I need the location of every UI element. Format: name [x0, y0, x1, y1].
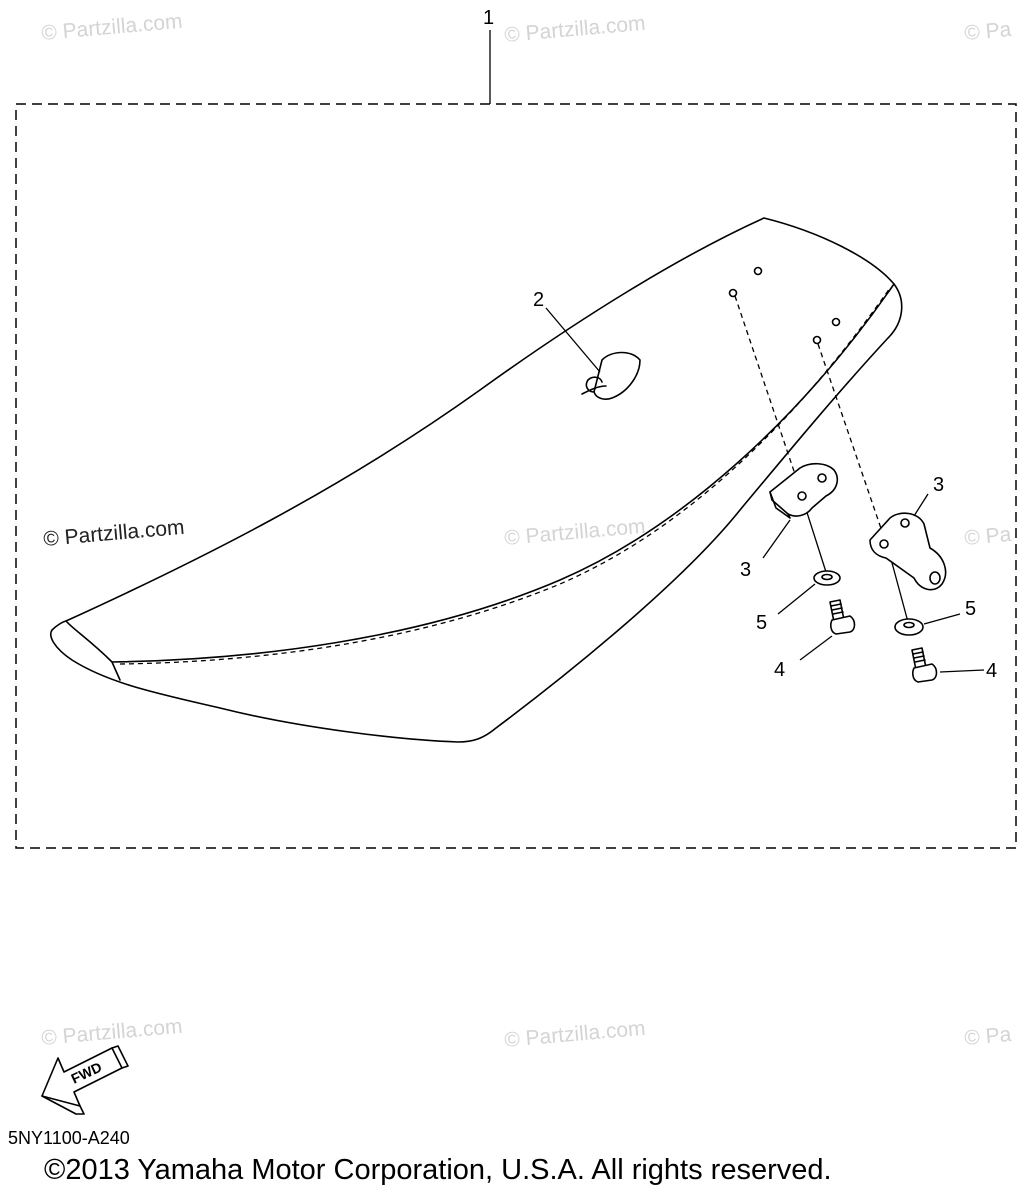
- forward-arrow-shape: [41, 1047, 123, 1107]
- bracket-right-hole: [879, 539, 889, 549]
- bracket-left-hole: [797, 491, 807, 501]
- assembly-axis-right: [817, 343, 888, 547]
- bracket-right[interactable]: [869, 512, 947, 591]
- watermark-layer: © Partzilla.com © Partzilla.com © Pa © P…: [40, 10, 1012, 1052]
- watermark-text: © Partzilla.com: [503, 1017, 646, 1052]
- bracket-left-body: [769, 462, 839, 517]
- strap-edge: [581, 385, 607, 395]
- bolt-left-thread: [830, 603, 844, 615]
- washer-left-inner: [821, 573, 833, 581]
- bracket-right-hole: [929, 571, 941, 585]
- callout-1[interactable]: 1: [483, 7, 494, 29]
- callout-leader-5b: [923, 613, 961, 625]
- callout-3-right[interactable]: 3: [933, 474, 944, 496]
- callout-leader-3a: [762, 519, 791, 559]
- seat-hole: [812, 335, 822, 345]
- callout-5-right[interactable]: 5: [965, 598, 976, 620]
- callout-3-left[interactable]: 3: [740, 559, 751, 581]
- washer-left[interactable]: [813, 570, 841, 586]
- watermark-text: © Pa: [963, 523, 1012, 550]
- seat-top-edge: [65, 283, 895, 663]
- bolt-right[interactable]: [911, 647, 938, 683]
- forward-arrow-icon: FWD: [41, 1045, 129, 1115]
- watermark-text: © Partzilla.com: [503, 12, 646, 47]
- seat-strap[interactable]: [581, 351, 641, 400]
- seat-outline: [50, 217, 903, 743]
- callout-leader-5a: [777, 583, 816, 615]
- watermark-text: © Partzilla.com: [40, 10, 183, 45]
- callout-5-left[interactable]: 5: [756, 612, 767, 634]
- watermark-text: © Pa: [963, 1023, 1012, 1050]
- callout-4-left[interactable]: 4: [774, 659, 785, 681]
- forward-arrow-depth: [41, 1045, 129, 1115]
- seat-nose-crease: [111, 661, 121, 681]
- seat-stitch-line: [119, 287, 891, 665]
- diagram-code: 5NY1100-A240: [8, 1128, 130, 1148]
- watermark-text: © Partzilla.com: [503, 515, 646, 550]
- bracket-left-fold: [769, 491, 791, 519]
- bolt-left-head: [830, 615, 856, 635]
- callout-2[interactable]: 2: [533, 289, 544, 311]
- bracket-left[interactable]: [769, 462, 839, 519]
- seat[interactable]: [50, 217, 903, 743]
- bolt-right-head: [912, 663, 938, 683]
- callout-4-right[interactable]: 4: [986, 660, 997, 682]
- washer-left-outer: [813, 570, 841, 586]
- assembly-frame: [15, 103, 1017, 849]
- washer-right[interactable]: [894, 618, 924, 636]
- watermark-text: © Partzilla.com: [40, 1015, 183, 1050]
- bracket-left-hole: [817, 473, 827, 483]
- bolt-left[interactable]: [829, 599, 856, 635]
- seat-hole: [831, 317, 841, 327]
- bolt-right-thread: [912, 651, 926, 663]
- watermark-text: © Partzilla.com: [42, 516, 185, 551]
- washer-right-inner: [903, 621, 915, 629]
- callout-leader-4a: [799, 635, 833, 661]
- callout-leader-4b: [939, 669, 985, 673]
- assembly-axis-left: [734, 295, 803, 496]
- seat-hole: [728, 288, 738, 298]
- callout-leader-3b: [913, 493, 929, 517]
- strap-body: [593, 351, 641, 400]
- callout-leader-2: [545, 307, 601, 373]
- seat-hole: [753, 266, 763, 276]
- bracket-right-hole: [900, 518, 910, 528]
- watermark-text: © Pa: [963, 18, 1012, 45]
- copyright-notice: ©2013 Yamaha Motor Corporation, U.S.A. A…: [44, 1154, 832, 1186]
